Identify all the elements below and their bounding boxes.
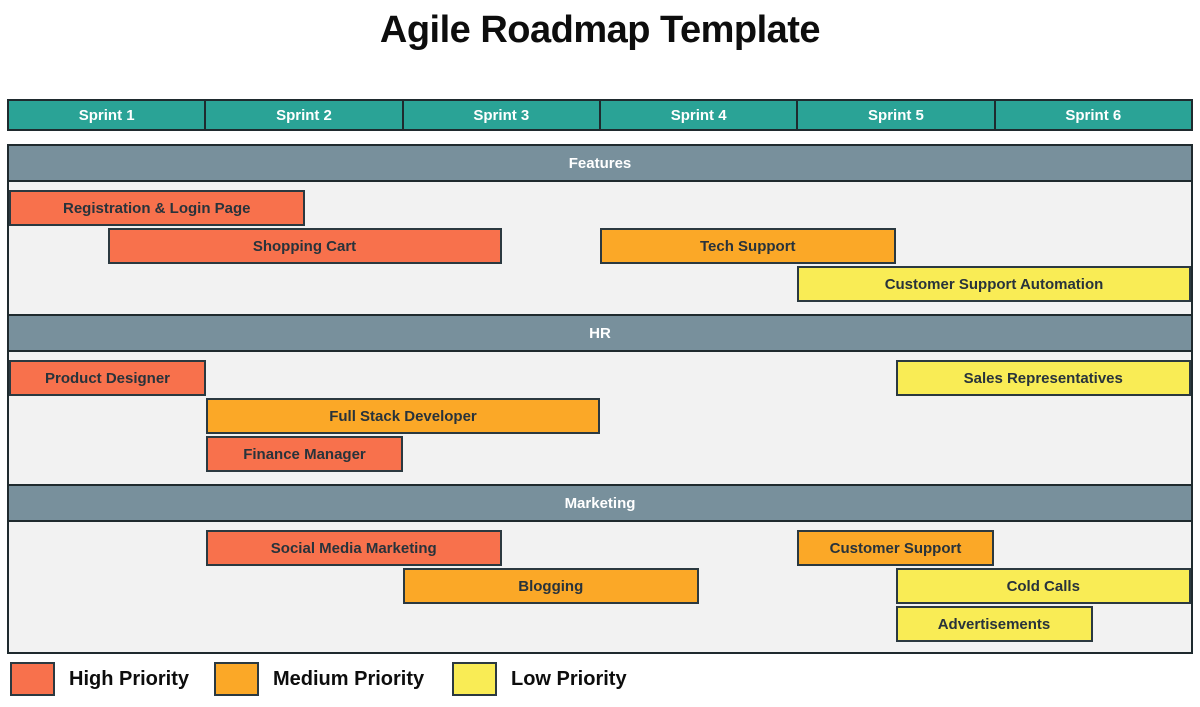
section-header-marketing: Marketing xyxy=(7,484,1193,522)
task-bar-sales-representatives[interactable]: Sales Representatives xyxy=(895,360,1191,396)
task-bar-cold-calls[interactable]: Cold Calls xyxy=(895,568,1191,604)
page-title: Agile Roadmap Template xyxy=(379,9,821,51)
legend-label-medium: Medium Priority xyxy=(273,667,425,690)
legend-swatch-medium-icon xyxy=(214,662,259,696)
sprint-header-1: Sprint 1 xyxy=(9,101,207,129)
legend-item-low: Low Priority xyxy=(452,661,627,697)
section-header-features: Features xyxy=(7,144,1193,182)
legend: High Priority Medium Priority Low Priority xyxy=(0,661,1200,701)
sprint-header-2: Sprint 2 xyxy=(206,101,404,129)
legend-label-high: High Priority xyxy=(69,667,190,690)
task-bar-blogging[interactable]: Blogging xyxy=(403,568,699,604)
task-bar-registration-login-page[interactable]: Registration & Login Page xyxy=(9,190,305,226)
task-bar-customer-support[interactable]: Customer Support xyxy=(797,530,994,566)
sprint-header-5: Sprint 5 xyxy=(798,101,996,129)
task-bar-customer-support-automation[interactable]: Customer Support Automation xyxy=(797,266,1191,302)
task-bar-tech-support[interactable]: Tech Support xyxy=(600,228,896,264)
sprint-header-6: Sprint 6 xyxy=(995,101,1191,129)
task-bar-full-stack-developer[interactable]: Full Stack Developer xyxy=(206,398,600,434)
legend-item-high: High Priority xyxy=(10,661,189,697)
task-bar-shopping-cart[interactable]: Shopping Cart xyxy=(107,228,502,264)
section-header-hr: HR xyxy=(7,314,1193,352)
legend-label-low: Low Priority xyxy=(511,667,627,690)
sprint-header-3: Sprint 3 xyxy=(403,101,601,129)
sprint-header-4: Sprint 4 xyxy=(600,101,799,129)
legend-item-medium: Medium Priority xyxy=(214,661,424,697)
legend-swatch-low-icon xyxy=(452,662,497,696)
task-bar-advertisements[interactable]: Advertisements xyxy=(895,606,1093,642)
task-bar-social-media-marketing[interactable]: Social Media Marketing xyxy=(206,530,502,566)
task-bar-finance-manager[interactable]: Finance Manager xyxy=(206,436,403,472)
task-bar-product-designer[interactable]: Product Designer xyxy=(9,360,206,396)
legend-swatch-high-icon xyxy=(10,662,55,696)
